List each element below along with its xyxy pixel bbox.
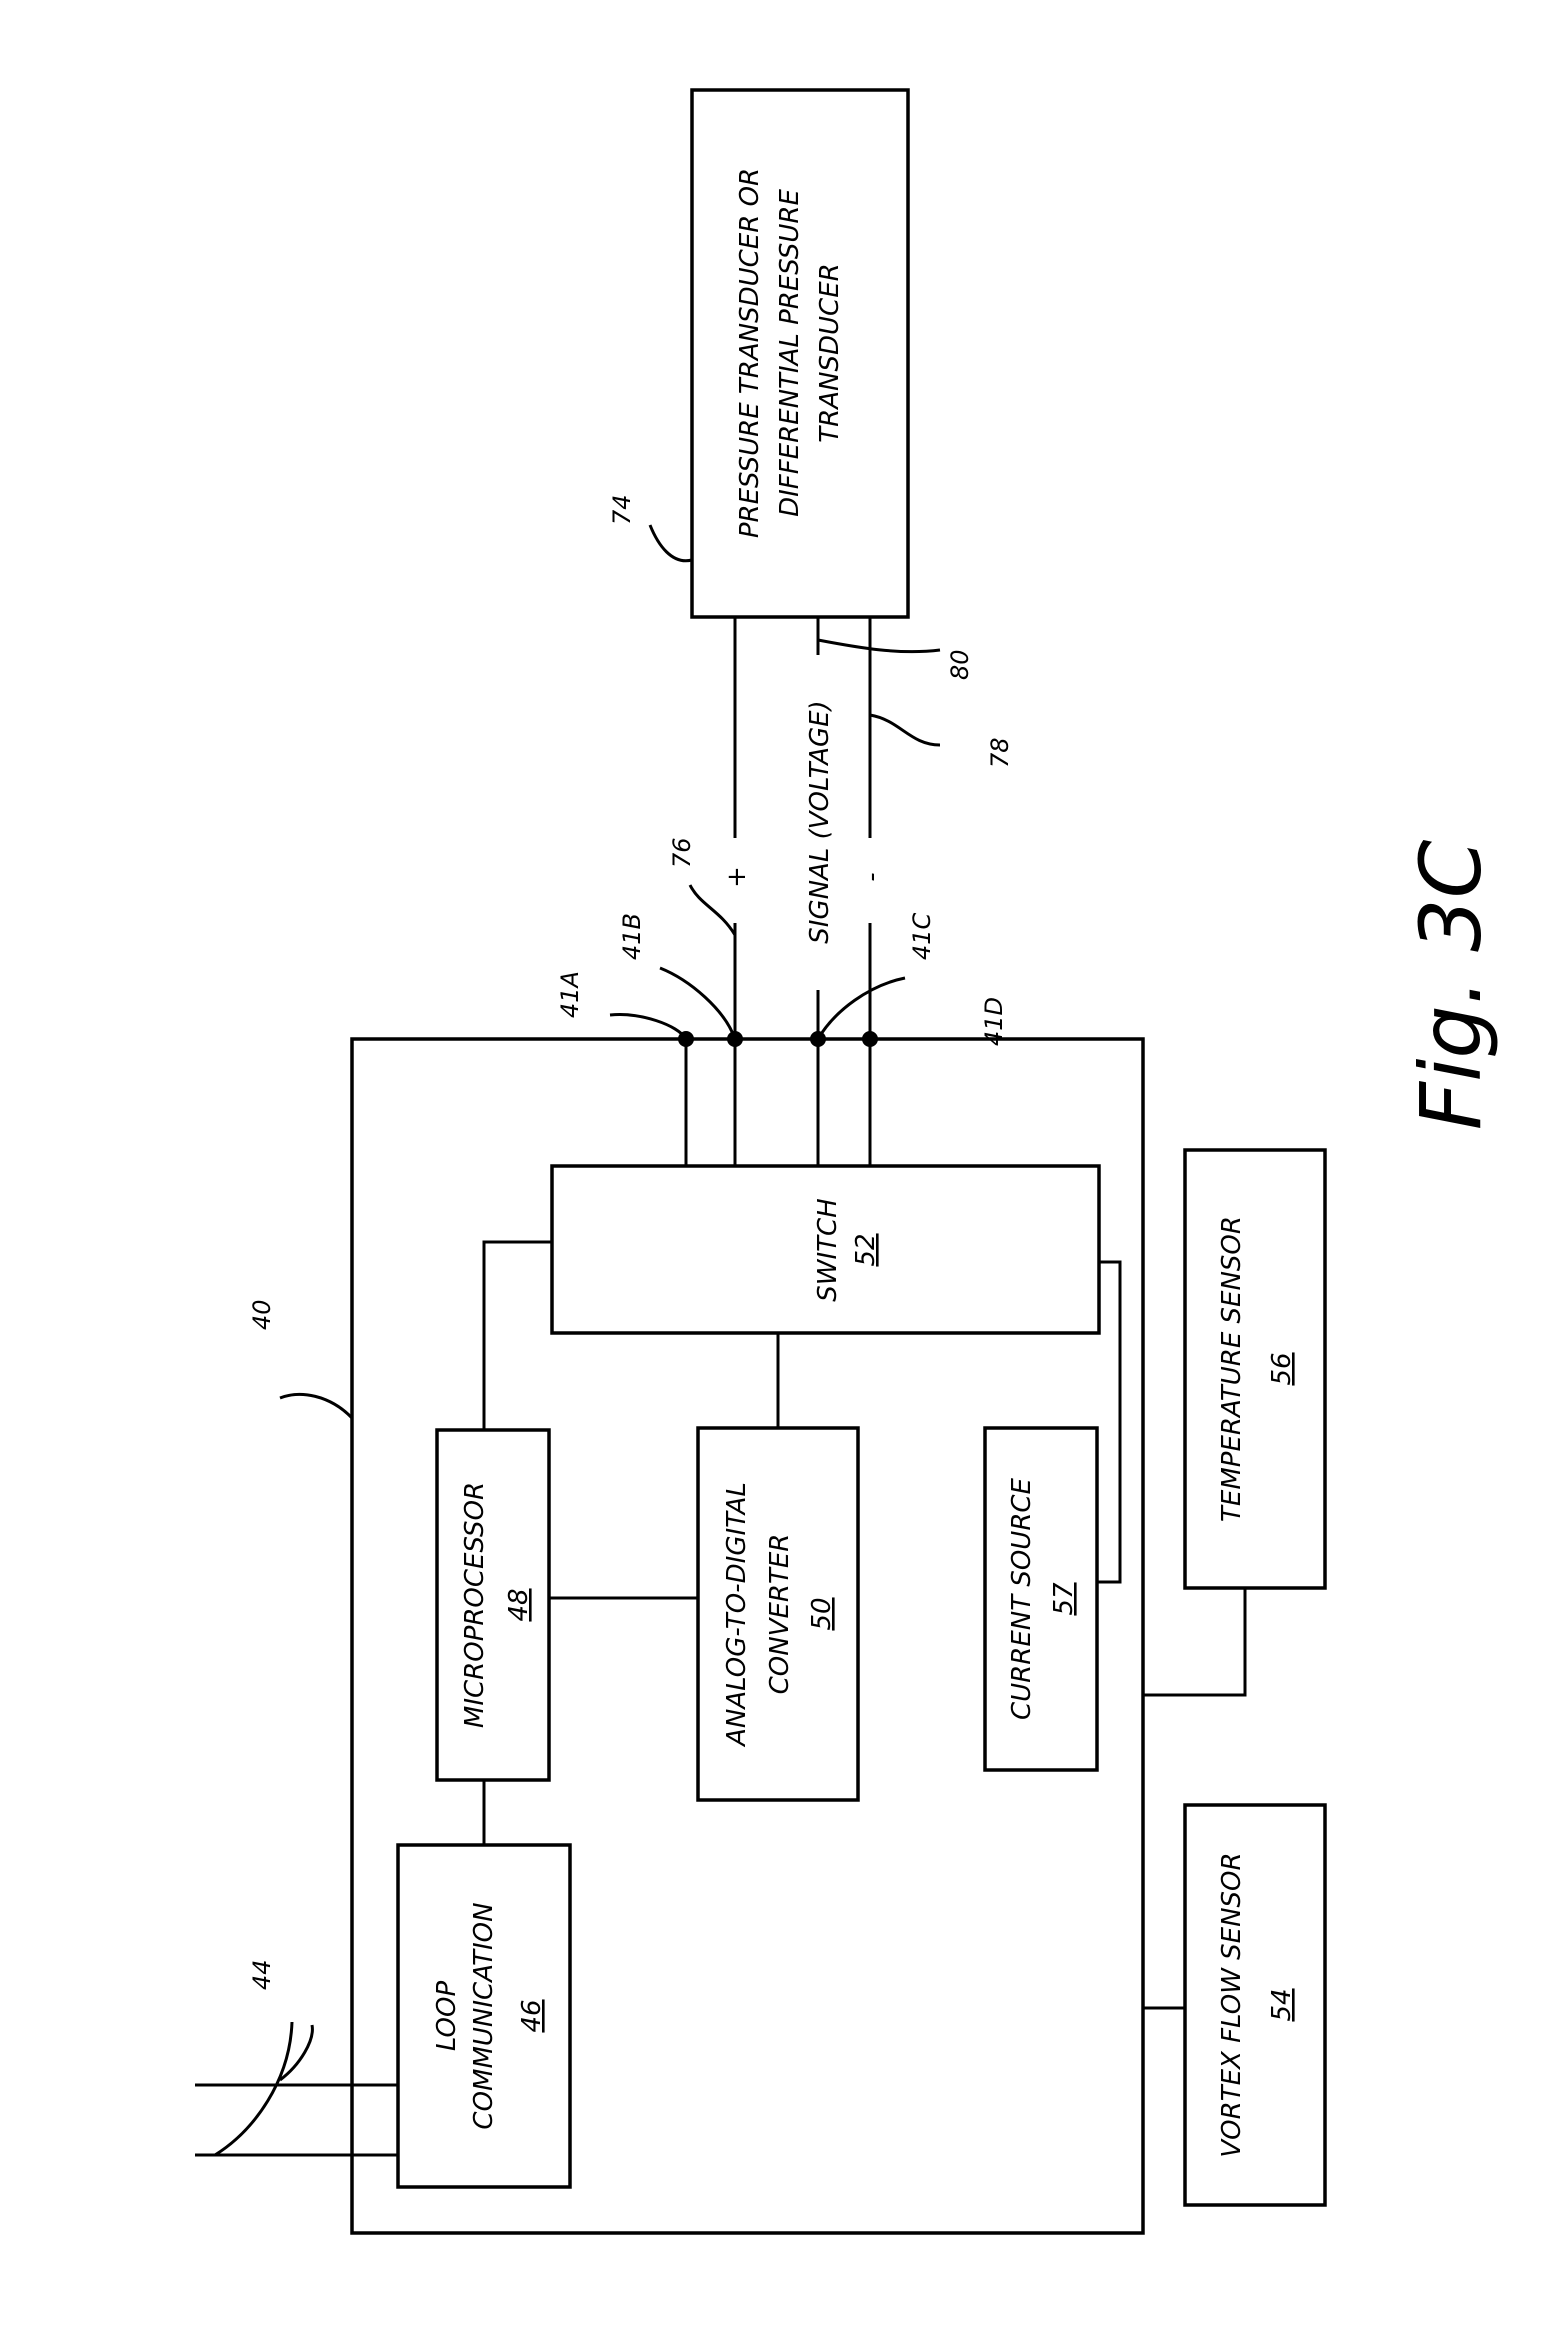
ref-80: 80 [946,649,974,680]
switch-number: 52 [851,1233,881,1266]
ref-44: 44 [248,1959,276,1990]
transducer-line-1: PRESSURE TRANSDUCER OR [735,168,765,538]
loop-leader-a [215,2022,292,2155]
loop-leader-b [280,2025,312,2080]
signal-plus: + [722,866,752,888]
current-source-label: CURRENT SOURCE [1007,1477,1037,1720]
leader-80 [818,640,940,652]
ref-78: 78 [986,737,1014,768]
leader-41a [610,1015,686,1039]
adc-number: 50 [807,1597,837,1630]
leader-74 [650,525,692,561]
loop-communication-label-2: COMMUNICATION [469,1902,499,2129]
transducer-line-2: DIFFERENTIAL PRESSURE [775,189,805,517]
microprocessor-number: 48 [504,1588,534,1621]
leader-78 [870,715,940,745]
switch-label: SWITCH [813,1198,843,1301]
temperature-sensor-block [1185,1150,1325,1588]
signal-voltage: SIGNAL (VOLTAGE) [805,700,835,943]
vortex-flow-sensor-block [1185,1805,1325,2205]
leader-76 [690,885,735,935]
ref-40: 40 [248,1299,276,1330]
figure-label: Fig. 3C [1402,839,1500,1130]
housing-leader [280,1394,352,1418]
current-source-number: 57 [1049,1582,1079,1616]
ref-76: 76 [668,837,696,868]
signal-minus: - [857,872,887,881]
temperature-sensor-label: TEMPERATURE SENSOR [1217,1216,1247,1522]
ref-41d: 41D [980,997,1008,1046]
current-source-block [985,1428,1097,1770]
adc-label: ANALOG-TO-DIGITAL [722,1482,752,1748]
temperature-sensor-number: 56 [1267,1352,1297,1385]
transducer-line-3: TRANSDUCER [815,263,845,442]
vortex-flow-sensor-label: VORTEX FLOW SENSOR [1217,1852,1247,2157]
leader-41c [818,978,905,1039]
microprocessor-label: MICROPROCESSOR [460,1482,490,1728]
link-temperature [1143,1588,1245,1695]
ref-74: 74 [608,494,636,525]
ref-41b: 41B [618,913,646,960]
ref-41a: 41A [556,971,584,1018]
loop-communication-label: LOOP [432,1981,462,2052]
ref-41c: 41C [908,912,936,960]
vortex-flow-sensor-number: 54 [1267,1988,1297,2021]
loop-communication-number: 46 [517,1999,547,2032]
adc-label-2: CONVERTER [765,1534,795,1695]
